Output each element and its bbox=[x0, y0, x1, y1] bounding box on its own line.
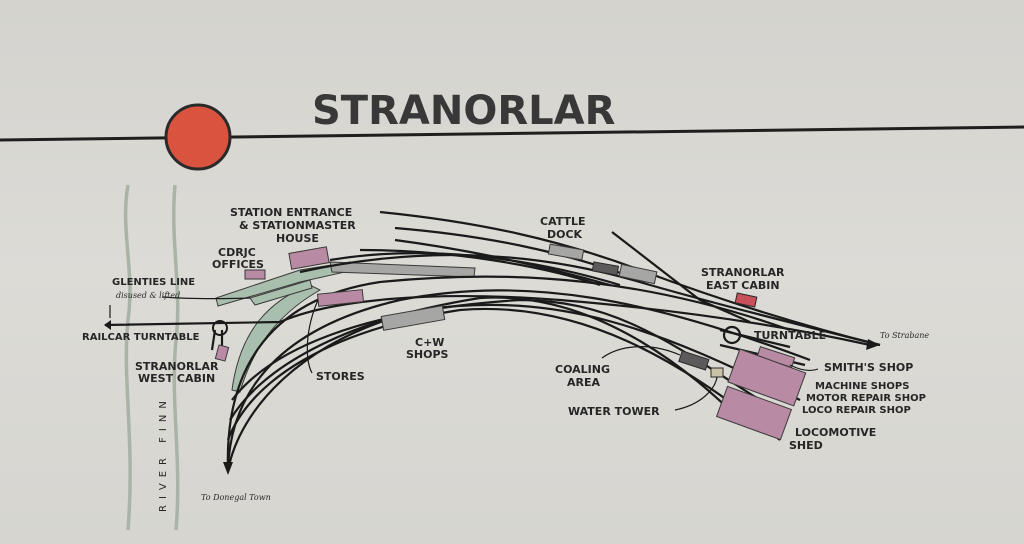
railcar-turntable-icon bbox=[212, 320, 228, 336]
leader-line bbox=[789, 364, 819, 371]
arrow-west-icon bbox=[104, 320, 111, 330]
label-glenties-note: disused & lifted bbox=[116, 291, 180, 300]
cw-shops-building bbox=[380, 305, 446, 331]
label-cattle-dock: CATTLE DOCK bbox=[540, 215, 586, 241]
label-glenties-line: GLENTIES LINE bbox=[112, 277, 195, 288]
label-cw-shops: C+W SHOPS bbox=[406, 336, 449, 361]
label-locomotive-shed: LOCOMOTIVE SHED bbox=[789, 426, 876, 452]
water-tower-building bbox=[710, 367, 724, 378]
leader-line bbox=[674, 376, 718, 411]
label-motor-repair-shop: MOTOR REPAIR SHOP bbox=[806, 393, 926, 404]
svg-text:CDRJC: CDRJC bbox=[218, 246, 256, 259]
svg-text:WEST CABIN: WEST CABIN bbox=[138, 372, 215, 385]
label-machine-shops: MACHINE SHOPS bbox=[815, 381, 909, 392]
east-cabin-building bbox=[734, 292, 758, 308]
svg-text:EAST CABIN: EAST CABIN bbox=[706, 279, 780, 292]
svg-text:AREA: AREA bbox=[567, 376, 600, 389]
svg-text:SHED: SHED bbox=[789, 439, 823, 452]
label-water-tower: WATER TOWER bbox=[568, 405, 660, 418]
platform bbox=[231, 284, 322, 393]
cattle-dock-building bbox=[547, 243, 585, 261]
label-to-strabane: To Strabane bbox=[880, 331, 929, 340]
coaling-area-building bbox=[678, 350, 710, 371]
svg-text:DOCK: DOCK bbox=[547, 228, 583, 241]
leader-line bbox=[601, 346, 681, 359]
label-to-donegal: To Donegal Town bbox=[201, 493, 271, 502]
locomotive-shed-building bbox=[715, 385, 793, 441]
river-bank-east bbox=[172, 184, 180, 531]
label-west-cabin: STRANORLAR WEST CABIN bbox=[135, 360, 219, 385]
label-station-entrance: STATION ENTRANCE & STATIONMASTER HOUSE bbox=[230, 206, 356, 245]
leader-line bbox=[306, 299, 319, 374]
label-turntable: TURNTABLE bbox=[754, 329, 826, 342]
cattle-dock-shed bbox=[591, 261, 620, 276]
label-east-cabin: STRANORLAR EAST CABIN bbox=[701, 266, 785, 292]
stores-building bbox=[316, 289, 365, 307]
river-bank-west bbox=[123, 184, 132, 531]
arrow-donegal-icon bbox=[223, 462, 233, 475]
svg-text:RIVER FINN: RIVER FINN bbox=[158, 395, 169, 512]
svg-text:OFFICES: OFFICES bbox=[212, 258, 264, 271]
label-railcar-turntable: RAILCAR TURNTABLE bbox=[82, 332, 200, 343]
svg-text:C+W: C+W bbox=[415, 336, 444, 349]
svg-text:STATION ENTRANCE: STATION ENTRANCE bbox=[230, 206, 352, 219]
machine-shops-building bbox=[727, 348, 807, 407]
svg-text:COALING: COALING bbox=[555, 363, 610, 376]
river-label: RIVER FINN bbox=[158, 395, 169, 512]
cattle-dock-shed bbox=[618, 263, 658, 285]
svg-text:SHOPS: SHOPS bbox=[406, 348, 449, 361]
stationmaster-house-building bbox=[288, 246, 330, 270]
svg-text:HOUSE: HOUSE bbox=[276, 232, 319, 245]
turntable-icon bbox=[722, 325, 742, 345]
leader-line bbox=[162, 296, 251, 300]
platform bbox=[249, 279, 313, 306]
cdrjc-offices-building bbox=[244, 269, 266, 280]
west-cabin-building bbox=[214, 344, 230, 362]
platform-shelter bbox=[329, 261, 476, 278]
svg-text:STRANORLAR: STRANORLAR bbox=[135, 360, 219, 373]
svg-text:CATTLE: CATTLE bbox=[540, 215, 586, 228]
page-title: STRANORLAR bbox=[312, 88, 615, 134]
arrow-strabane-icon bbox=[866, 339, 880, 350]
svg-text:& STATIONMASTER: & STATIONMASTER bbox=[239, 219, 356, 232]
label-coaling-area: COALING AREA bbox=[555, 363, 610, 389]
station-dot bbox=[164, 103, 232, 171]
svg-text:LOCOMOTIVE: LOCOMOTIVE bbox=[795, 426, 876, 439]
label-stores: STORES bbox=[316, 370, 365, 383]
label-smiths-shop: SMITH'S SHOP bbox=[824, 361, 913, 374]
label-cdrjc-offices: CDRJC OFFICES bbox=[212, 246, 264, 271]
label-loco-repair-shop: LOCO REPAIR SHOP bbox=[802, 405, 911, 416]
svg-text:STRANORLAR: STRANORLAR bbox=[701, 266, 785, 279]
